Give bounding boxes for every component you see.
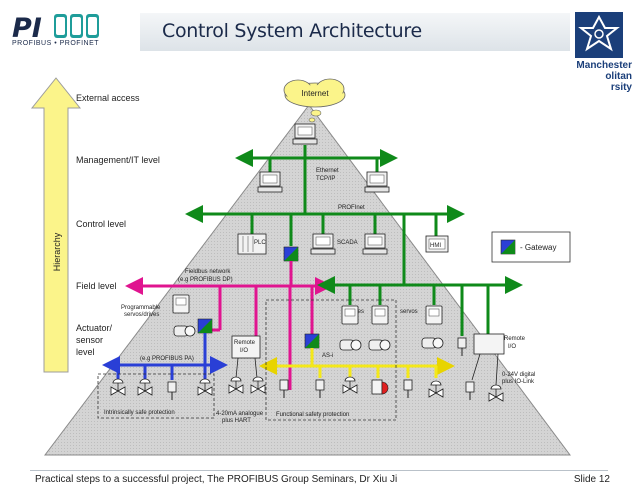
hierarchy-label: Hierarchy	[52, 232, 62, 271]
level-sensor: sensor	[76, 335, 103, 345]
functional-safety-zone	[265, 299, 397, 421]
asi-emergency-stop	[371, 379, 389, 395]
plc-label: PLC	[254, 240, 266, 246]
drive-2	[371, 305, 389, 325]
remote-io-a-label-1: Remote	[234, 340, 256, 346]
management-pc-right	[364, 171, 390, 193]
scada-pc	[310, 233, 336, 255]
svg-text:PI: PI	[12, 13, 42, 44]
servo-label-2: servos/drives	[124, 312, 159, 318]
profibus-pa-label: (e.g PROFIBUS PA)	[140, 356, 194, 362]
legend-gateway-label: - Gateway	[520, 243, 556, 252]
slide-title: Control System Architecture	[162, 20, 422, 42]
hmi-panel	[425, 235, 449, 253]
university-crest	[575, 12, 623, 58]
gateway-dp-asi	[304, 333, 320, 349]
intrinsic-safety-zone	[97, 373, 215, 419]
internet-cloud	[283, 78, 346, 123]
plc-device	[237, 233, 267, 255]
remote-io-a	[231, 335, 261, 359]
logo-caption: PROFIBUS • PROFINET	[12, 40, 100, 47]
title-bar	[140, 13, 570, 51]
servo-label-1: Programmable	[121, 305, 161, 311]
ethernet-label-2: TCP/IP	[316, 176, 335, 182]
control-pc	[362, 233, 388, 255]
pi-logo: PI	[12, 13, 99, 44]
servo-motor-2	[421, 337, 444, 349]
slide-number: Slide 12	[573, 474, 610, 485]
servo-motor	[173, 325, 196, 337]
university-line-2: olitan	[605, 71, 632, 82]
profinet-label: PROFInet	[338, 205, 365, 211]
remote-io-b-label-2: I/O	[508, 344, 516, 350]
level-actuator: Actuator/	[76, 323, 113, 333]
level-level: level	[76, 347, 95, 357]
servo-1	[425, 305, 443, 325]
internet-label: Internet	[301, 89, 329, 98]
remote-io-b-label-1: Remote	[504, 336, 526, 342]
drive-1	[341, 305, 359, 325]
university-line-3: rsity	[610, 82, 632, 93]
gateway-profinet-dp	[283, 246, 299, 262]
intrinsic-safety-label: Intrinsically safe protection	[104, 410, 175, 416]
level-field: Field level	[76, 281, 117, 291]
hmi-label: HMI	[430, 243, 441, 249]
legend-gateway-icon	[500, 239, 516, 255]
analogue-label-1: 4-20mA analogue	[216, 411, 264, 417]
scada-label: SCADA	[337, 240, 358, 246]
footer-text: Practical steps to a successful project,…	[35, 474, 398, 485]
level-external: External access	[76, 93, 140, 103]
management-pc-left	[257, 171, 283, 193]
servos-label: servos	[400, 309, 418, 315]
hierarchy-arrow	[30, 77, 82, 373]
fieldbus-label-1: Fieldbus network	[185, 269, 231, 275]
ethernet-label-1: Ethernet	[316, 168, 339, 174]
remote-io-a-label-2: I/O	[240, 348, 248, 354]
digital-label-1: 0-24V digital	[502, 372, 535, 378]
drive-motor-2	[368, 339, 391, 351]
remote-io-b	[473, 333, 505, 355]
analogue-label-2: plus HART	[222, 418, 251, 424]
footer-rule	[30, 470, 608, 471]
asi-label: AS-i	[322, 353, 333, 359]
university-line-1: Manchester	[576, 60, 632, 71]
gateway-dp-pa	[197, 318, 213, 334]
fieldbus-label-2: (e.g PROFIBUS DP)	[178, 277, 233, 283]
servo-drive-unit	[172, 294, 190, 314]
level-management: Management/IT level	[76, 155, 160, 165]
level-control: Control level	[76, 219, 126, 229]
legend-box	[491, 231, 571, 263]
drive-motor-1	[339, 339, 362, 351]
management-pc-top	[292, 123, 318, 145]
functional-safety-label: Functional safety protection	[276, 412, 349, 418]
digital-label-2: plus IO-Link	[502, 379, 535, 385]
